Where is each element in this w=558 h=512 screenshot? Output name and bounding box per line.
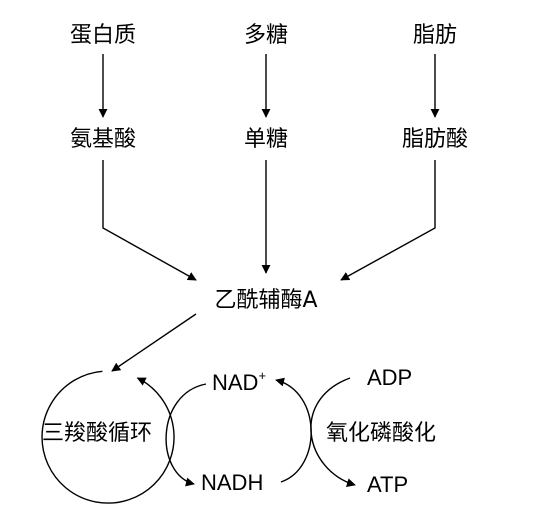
- tca-cycle-label: 三羧酸循环: [42, 421, 152, 446]
- protein-label: 蛋白质: [70, 23, 136, 48]
- nad-reduction-curve: [165, 383, 207, 487]
- aminoacid-to-acetylcoa-arrow: [102, 160, 197, 281]
- fatty-acid-label: 脂肪酸: [402, 127, 468, 152]
- adp-label: ADP: [367, 365, 412, 390]
- tca-cycle-circle: [41, 370, 175, 504]
- amino-acid-label: 氨基酸: [70, 127, 136, 152]
- fattyacid-to-acetylcoa-arrow: [340, 160, 436, 281]
- oxidative-phosphorylation-label: 氧化磷酸化: [326, 421, 436, 446]
- adp-to-atp-curve: [310, 377, 356, 487]
- monosaccharide-label: 单糖: [244, 127, 288, 152]
- fat-label: 脂肪: [413, 23, 457, 48]
- nadh-label: NADH: [201, 470, 263, 495]
- acetylcoa-to-cycle-arrow: [111, 313, 197, 372]
- polysaccharide-label: 多糖: [244, 23, 288, 48]
- atp-label: ATP: [367, 472, 408, 497]
- nadh-oxidation-curve: [275, 377, 312, 483]
- nad-plus-label: NAD+: [212, 368, 266, 395]
- acetyl-coa-label: 乙酰辅酶A: [214, 288, 317, 313]
